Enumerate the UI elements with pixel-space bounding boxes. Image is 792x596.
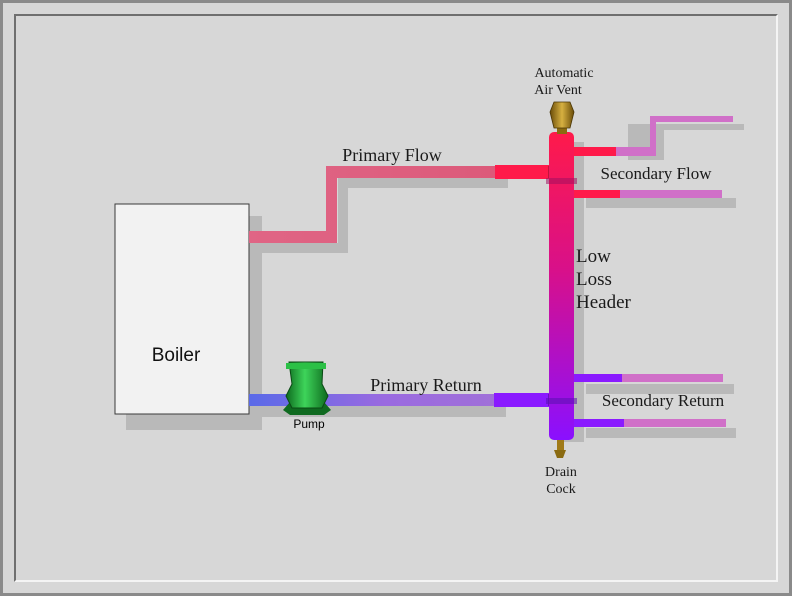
header-band-upper [546,178,577,184]
primary-flow-inlet [495,165,549,179]
air-vent-label-line1: Automatic [534,66,593,81]
secondary-return-label: Secondary Return [602,391,725,410]
drain-cock-label-line2: Cock [546,482,576,497]
drain-cock [554,440,566,458]
automatic-air-vent [549,101,575,134]
primary-flow-label: Primary Flow [342,145,442,165]
pump-label: Pump [293,417,325,431]
low-loss-header [549,132,574,440]
header-label-line2: Loss [576,269,612,290]
secondary-return-pipes [574,374,726,427]
header-label-line3: Header [576,292,632,313]
secondary-flow-pipes [574,116,733,198]
boiler-label: Boiler [152,345,201,366]
primary-return-label: Primary Return [370,375,481,395]
header-band-lower [546,398,577,404]
boiler-unit [114,203,250,415]
header-label-line1: Low [576,246,611,267]
primary-flow-pipe [249,166,497,243]
secondary-flow-label: Secondary Flow [601,164,713,183]
pump [283,361,331,415]
primary-return-outlet [494,393,549,407]
drain-cock-label-line1: Drain [545,465,577,480]
air-vent-label-line2: Air Vent [534,83,582,98]
